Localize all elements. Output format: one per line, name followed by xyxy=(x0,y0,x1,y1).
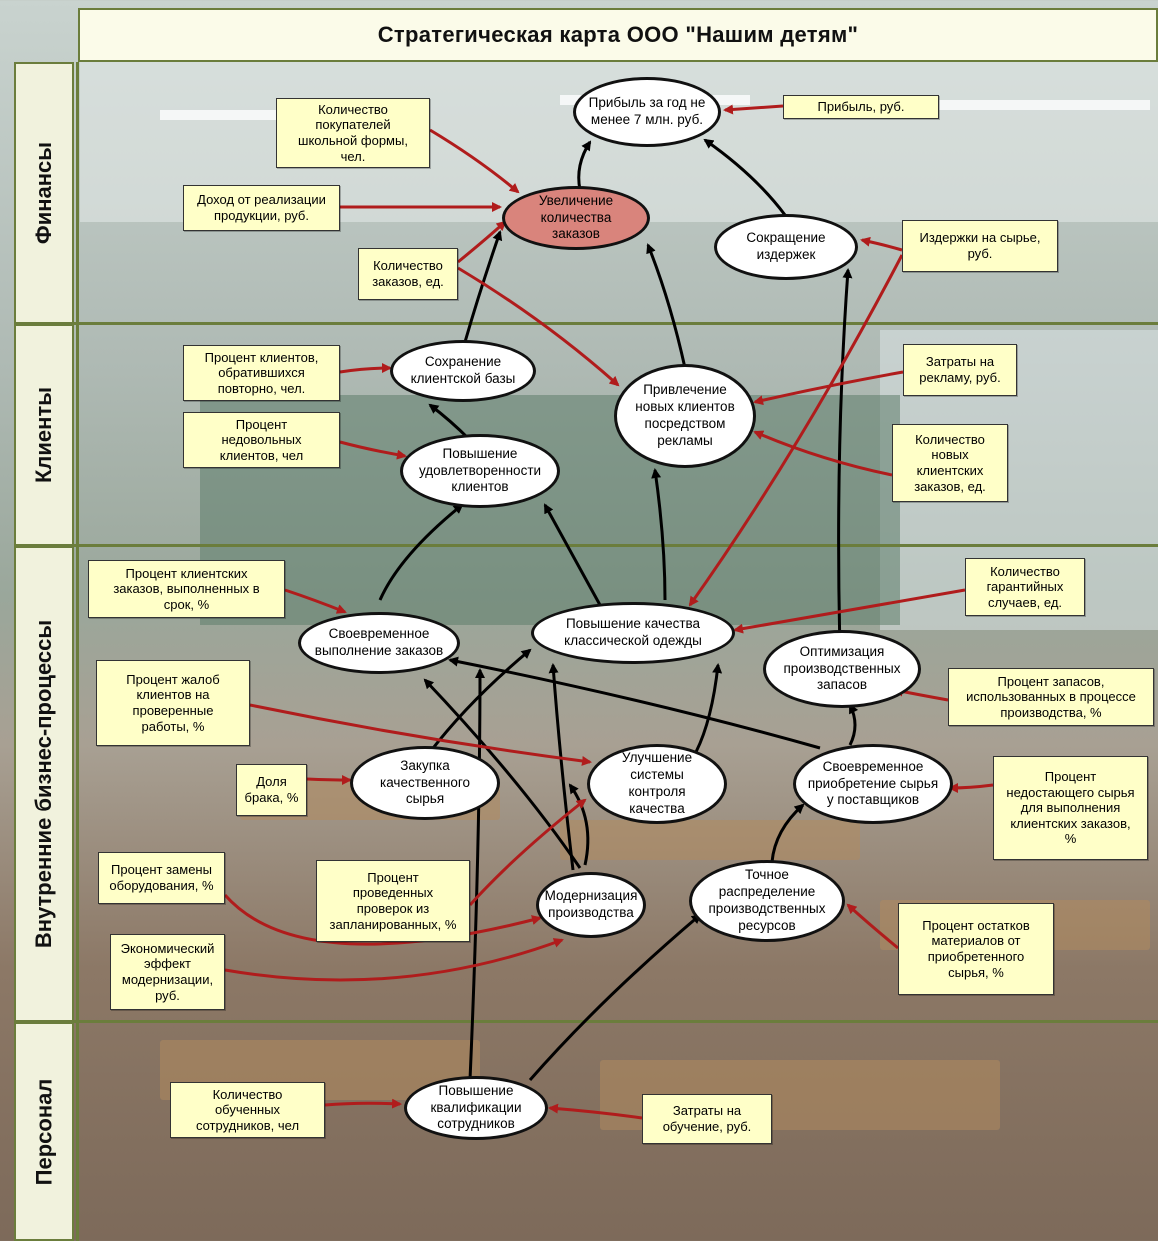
link-quality-satisfaction xyxy=(543,503,602,606)
link-materialcosts-quality xyxy=(688,254,904,607)
indicator-leftover: Процент остатков материалов от приобрете… xyxy=(898,903,1054,995)
indicator-defects: Доля брака, % xyxy=(236,764,307,816)
link-ontime-timely xyxy=(284,588,347,614)
link-complaints-control xyxy=(249,703,592,766)
diagram-title-bar: Стратегическая карта ООО "Нашим детям" xyxy=(78,8,1158,62)
link-trained-training xyxy=(324,1098,402,1109)
goal-retention[interactable]: Сохранение клиентской базы xyxy=(390,340,536,402)
link-attraction-orders xyxy=(646,243,687,369)
lane-label-processes: Внутренние бизнес-процессы xyxy=(14,546,74,1022)
link-adcosts-attraction xyxy=(753,370,904,406)
link-modern-timely xyxy=(423,678,582,869)
background-desk xyxy=(560,820,860,860)
link-orderscount-orders xyxy=(457,220,507,264)
indicator-complaints: Процент жалоб клиентов на проверенные ра… xyxy=(96,660,250,746)
goal-satisfaction[interactable]: Повышение удовлетворенности клиентов xyxy=(400,434,560,508)
goal-distribution[interactable]: Точное распределение производственных ре… xyxy=(689,860,845,942)
lane-label-personnel: Персонал xyxy=(14,1022,74,1241)
indicator-new-orders: Количество новых клиентских заказов, ед. xyxy=(892,424,1008,502)
indicator-replace: Процент замены оборудования, % xyxy=(98,852,225,904)
goal-timely[interactable]: Своевременное выполнение заказов xyxy=(298,612,460,674)
goal-training[interactable]: Повышение квалификации сотрудников xyxy=(404,1076,548,1140)
indicator-buyers: Количество покупателей школьной формы, ч… xyxy=(276,98,430,168)
indicator-trained: Количество обученных сотрудников, чел xyxy=(170,1082,325,1138)
link-training-distribution xyxy=(528,913,702,1081)
indicator-income: Доход от реализации продукции, руб. xyxy=(183,185,340,231)
link-warranty-quality xyxy=(733,588,966,634)
link-quality-attraction xyxy=(651,468,667,601)
link-retention-orders xyxy=(463,230,503,343)
link-profitrub-profit xyxy=(723,104,784,115)
link-distribution-supply xyxy=(770,803,805,863)
link-trainingcosts-training xyxy=(548,1103,643,1120)
link-modern-control xyxy=(568,783,590,866)
indicator-unhappy: Процент недовольных клиентов, чел xyxy=(183,412,340,468)
link-costs-profit xyxy=(703,138,787,216)
link-stock-costs xyxy=(837,268,853,651)
link-materialcosts-costs xyxy=(860,236,903,252)
link-timely-satisfaction xyxy=(378,503,464,601)
lane-separator xyxy=(14,322,1158,325)
link-modern-quality xyxy=(548,663,575,871)
indicator-orders-count: Количество заказов, ед. xyxy=(358,248,458,300)
indicator-ad-costs: Затраты на рекламу, руб. xyxy=(903,344,1017,396)
goal-costs[interactable]: Сокращение издержек xyxy=(714,214,858,280)
link-repeat-retention xyxy=(339,363,392,374)
link-supply-stock xyxy=(848,703,859,746)
diagram-title: Стратегическая карта ООО "Нашим детям" xyxy=(377,22,859,47)
indicator-training-costs: Затраты на обучение, руб. xyxy=(642,1094,772,1144)
goal-quality[interactable]: Повышение качества классической одежды xyxy=(531,602,735,664)
goal-modern[interactable]: Модернизация производства xyxy=(536,872,646,938)
goal-supply[interactable]: Своевременное приобретение сырья у поста… xyxy=(793,744,953,824)
lane-divider-vertical xyxy=(76,62,79,1241)
goal-profit[interactable]: Прибыль за год не менее 7 млн. руб. xyxy=(573,77,721,147)
link-missing-supply xyxy=(948,782,994,793)
indicator-checks: Процент проведенных проверок из запланир… xyxy=(316,860,470,942)
link-training-purchase xyxy=(468,668,485,1081)
indicator-stock-used: Процент запасов, использованных в процес… xyxy=(948,668,1154,726)
indicator-warranty: Количество гарантийных случаев, ед. xyxy=(965,558,1085,616)
indicator-effect: Экономический эффект модернизации, руб. xyxy=(110,934,225,1010)
goal-attraction[interactable]: Привлечение новых клиентов посредством р… xyxy=(614,364,756,468)
goal-control[interactable]: Улучшение системы контроля качества xyxy=(587,744,727,824)
link-replace-modern xyxy=(223,894,542,946)
goal-purchase[interactable]: Закупка качественного сырья xyxy=(350,746,500,820)
lane-label-finance: Финансы xyxy=(14,62,74,324)
link-defects-purchase xyxy=(306,774,352,785)
indicator-profit-rub: Прибыль, руб. xyxy=(783,95,939,119)
link-effect-modern xyxy=(224,938,564,982)
link-neworders-attraction xyxy=(753,430,893,477)
link-orderscount-attraction xyxy=(457,266,620,387)
goal-stock[interactable]: Оптимизация производственных запасов xyxy=(763,630,921,708)
indicator-missing: Процент недостающего сырья для выполнени… xyxy=(993,756,1148,860)
indicator-on-time: Процент клиентских заказов, выполненных … xyxy=(88,560,285,618)
link-leftover-distribution xyxy=(846,903,899,950)
lane-separator xyxy=(14,544,1158,547)
background-lamp xyxy=(930,100,1150,110)
link-supply-timely xyxy=(448,656,821,750)
goal-orders[interactable]: Увеличение количества заказов xyxy=(502,186,650,250)
indicator-repeat-clients: Процент клиентов, обратившихся повторно,… xyxy=(183,345,340,401)
link-control-quality xyxy=(694,663,723,753)
indicator-material-costs: Издержки на сырье, руб. xyxy=(902,220,1058,272)
link-unhappy-satisfaction xyxy=(339,440,407,460)
link-buyers-orders xyxy=(429,128,520,194)
link-checks-control xyxy=(468,798,587,907)
link-orders-profit xyxy=(577,140,592,191)
